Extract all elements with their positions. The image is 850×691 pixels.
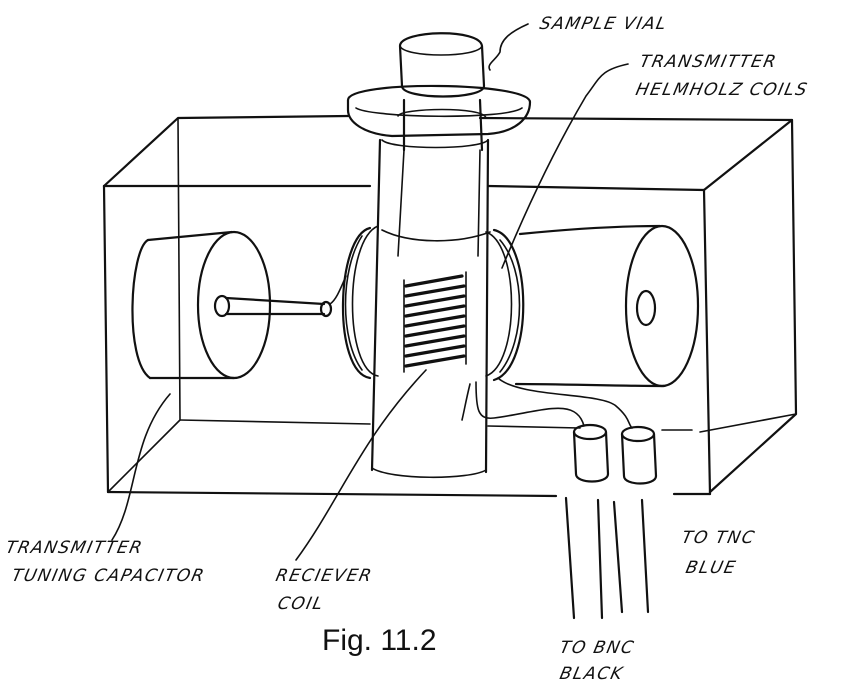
label-receiver-line2: COIL: [275, 594, 326, 614]
label-bnc-line2: BLACK: [557, 664, 626, 684]
figure-caption: Fig. 11.2: [322, 624, 437, 657]
label-sample-vial: SAMPLE VIAL: [537, 14, 670, 34]
coils-leader: [501, 63, 629, 269]
label-coils-line1: TRANSMITTER: [637, 52, 779, 72]
probe-box: [102, 114, 798, 498]
receiver-coil: [403, 271, 467, 373]
cables: [564, 496, 650, 620]
tuning-capacitor: [131, 230, 347, 380]
connectors: [461, 377, 658, 485]
label-capacitor-line2: TUNING CAPACITOR: [9, 566, 207, 586]
sample-vial-leader: [488, 23, 529, 71]
receiver-leader: [295, 369, 427, 561]
leader-lines: [111, 23, 629, 561]
sample-vial: [346, 32, 532, 479]
label-tnc-line1: TO TNC: [679, 528, 758, 548]
right-cylinder: [514, 224, 700, 388]
label-coils-line2: HELMHOLZ COILS: [633, 80, 811, 100]
label-capacitor-line1: TRANSMITTER: [3, 538, 145, 558]
label-bnc-line1: TO BNC: [557, 638, 637, 658]
capacitor-leader: [111, 393, 171, 541]
label-receiver-line1: RECIEVER: [273, 566, 375, 586]
helmholtz-coils: [341, 225, 525, 382]
label-tnc-line2: BLUE: [683, 558, 739, 578]
